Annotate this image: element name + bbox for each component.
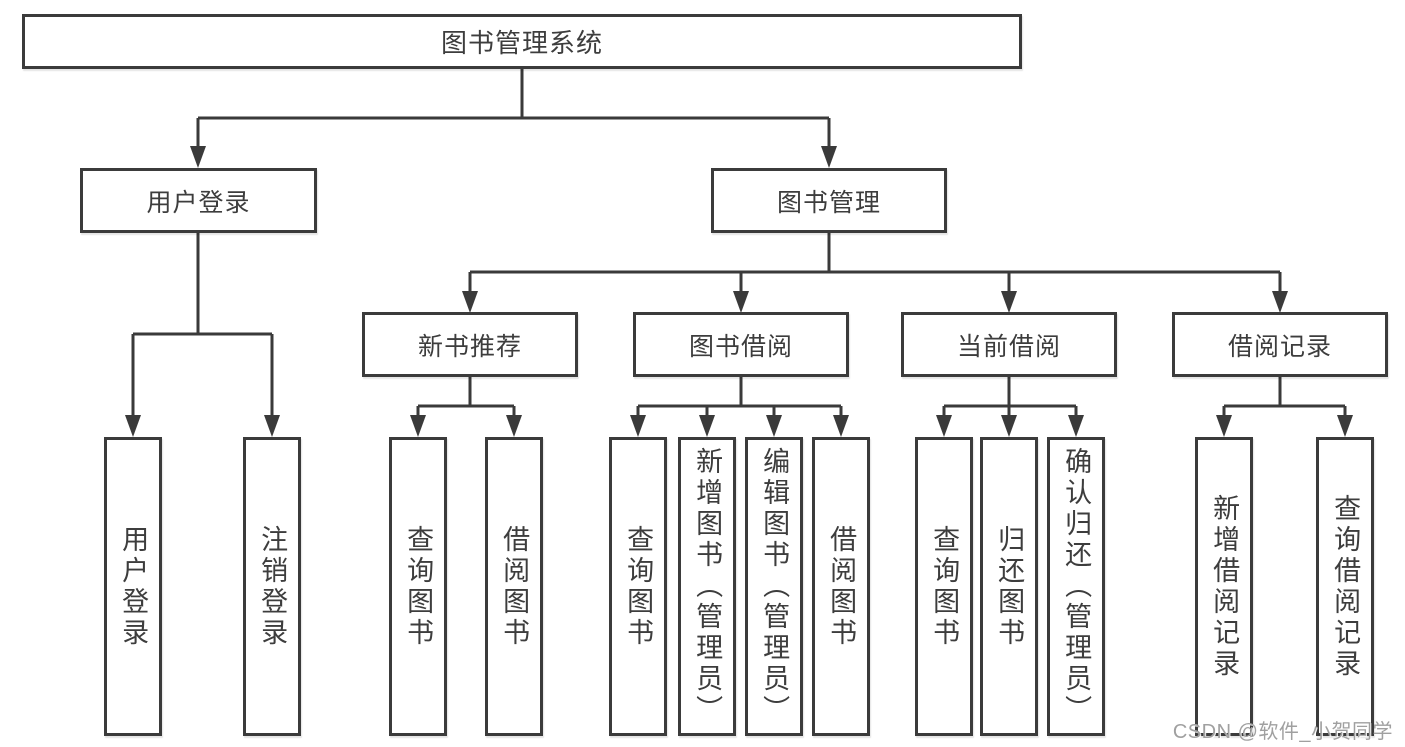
leaf-add-borrow-record: 新增借阅记录 <box>1195 437 1253 736</box>
node-label: 新增借阅记录 <box>1209 493 1240 680</box>
arrow-heads <box>125 146 1353 437</box>
node-label: 新增图书（管理员） <box>692 447 723 726</box>
leaf-query-borrow-record: 查询借阅记录 <box>1316 437 1374 736</box>
node-label: 查询图书 <box>403 524 434 649</box>
node-label: 新书推荐 <box>417 332 522 361</box>
node-label: 借阅图书 <box>826 524 857 649</box>
node-label: 确认归还（管理员） <box>1061 447 1092 726</box>
leaf-logout: 注销登录 <box>243 437 301 736</box>
leaf-confirm-return-admin: 确认归还（管理员） <box>1047 437 1105 736</box>
leaf-query-books-recommend: 查询图书 <box>389 437 447 736</box>
node-user-login: 用户登录 <box>80 168 317 233</box>
leaf-user-login: 用户登录 <box>104 437 162 736</box>
node-label: 查询图书 <box>623 524 654 649</box>
leaf-query-books-borrowing: 查询图书 <box>609 437 667 736</box>
node-label: 图书借阅 <box>688 332 793 361</box>
node-label: 查询借阅记录 <box>1330 493 1361 680</box>
node-book-borrowing: 图书借阅 <box>633 312 849 377</box>
leaf-add-books-admin: 新增图书（管理员） <box>678 437 736 736</box>
node-label: 当前借阅 <box>956 332 1061 361</box>
node-current-borrowing: 当前借阅 <box>901 312 1117 377</box>
node-borrowing-records: 借阅记录 <box>1172 312 1388 377</box>
connector-shafts <box>131 69 1347 419</box>
node-label: 查询图书 <box>929 524 960 649</box>
leaf-return-books: 归还图书 <box>980 437 1038 736</box>
leaf-edit-books-admin: 编辑图书（管理员） <box>745 437 803 736</box>
node-book-management: 图书管理 <box>711 168 947 233</box>
node-label: 用户登录 <box>118 524 149 649</box>
node-label: 注销登录 <box>257 524 288 649</box>
node-label: 借阅图书 <box>499 524 530 649</box>
node-label: 用户登录 <box>146 188 251 217</box>
node-label: 图书管理系统 <box>440 28 603 58</box>
node-label: 编辑图书（管理员） <box>759 447 790 726</box>
node-new-book-recommendation: 新书推荐 <box>362 312 578 377</box>
leaf-borrow-books: 借阅图书 <box>812 437 870 736</box>
node-library-management-system: 图书管理系统 <box>22 14 1022 69</box>
leaf-query-books-current: 查询图书 <box>915 437 973 736</box>
node-label: 归还图书 <box>994 524 1025 649</box>
node-label: 图书管理 <box>776 188 881 217</box>
watermark: CSDN @软件_小贺同学 <box>1172 721 1393 743</box>
leaf-borrow-books-recommend: 借阅图书 <box>485 437 543 736</box>
node-label: 借阅记录 <box>1227 332 1332 361</box>
